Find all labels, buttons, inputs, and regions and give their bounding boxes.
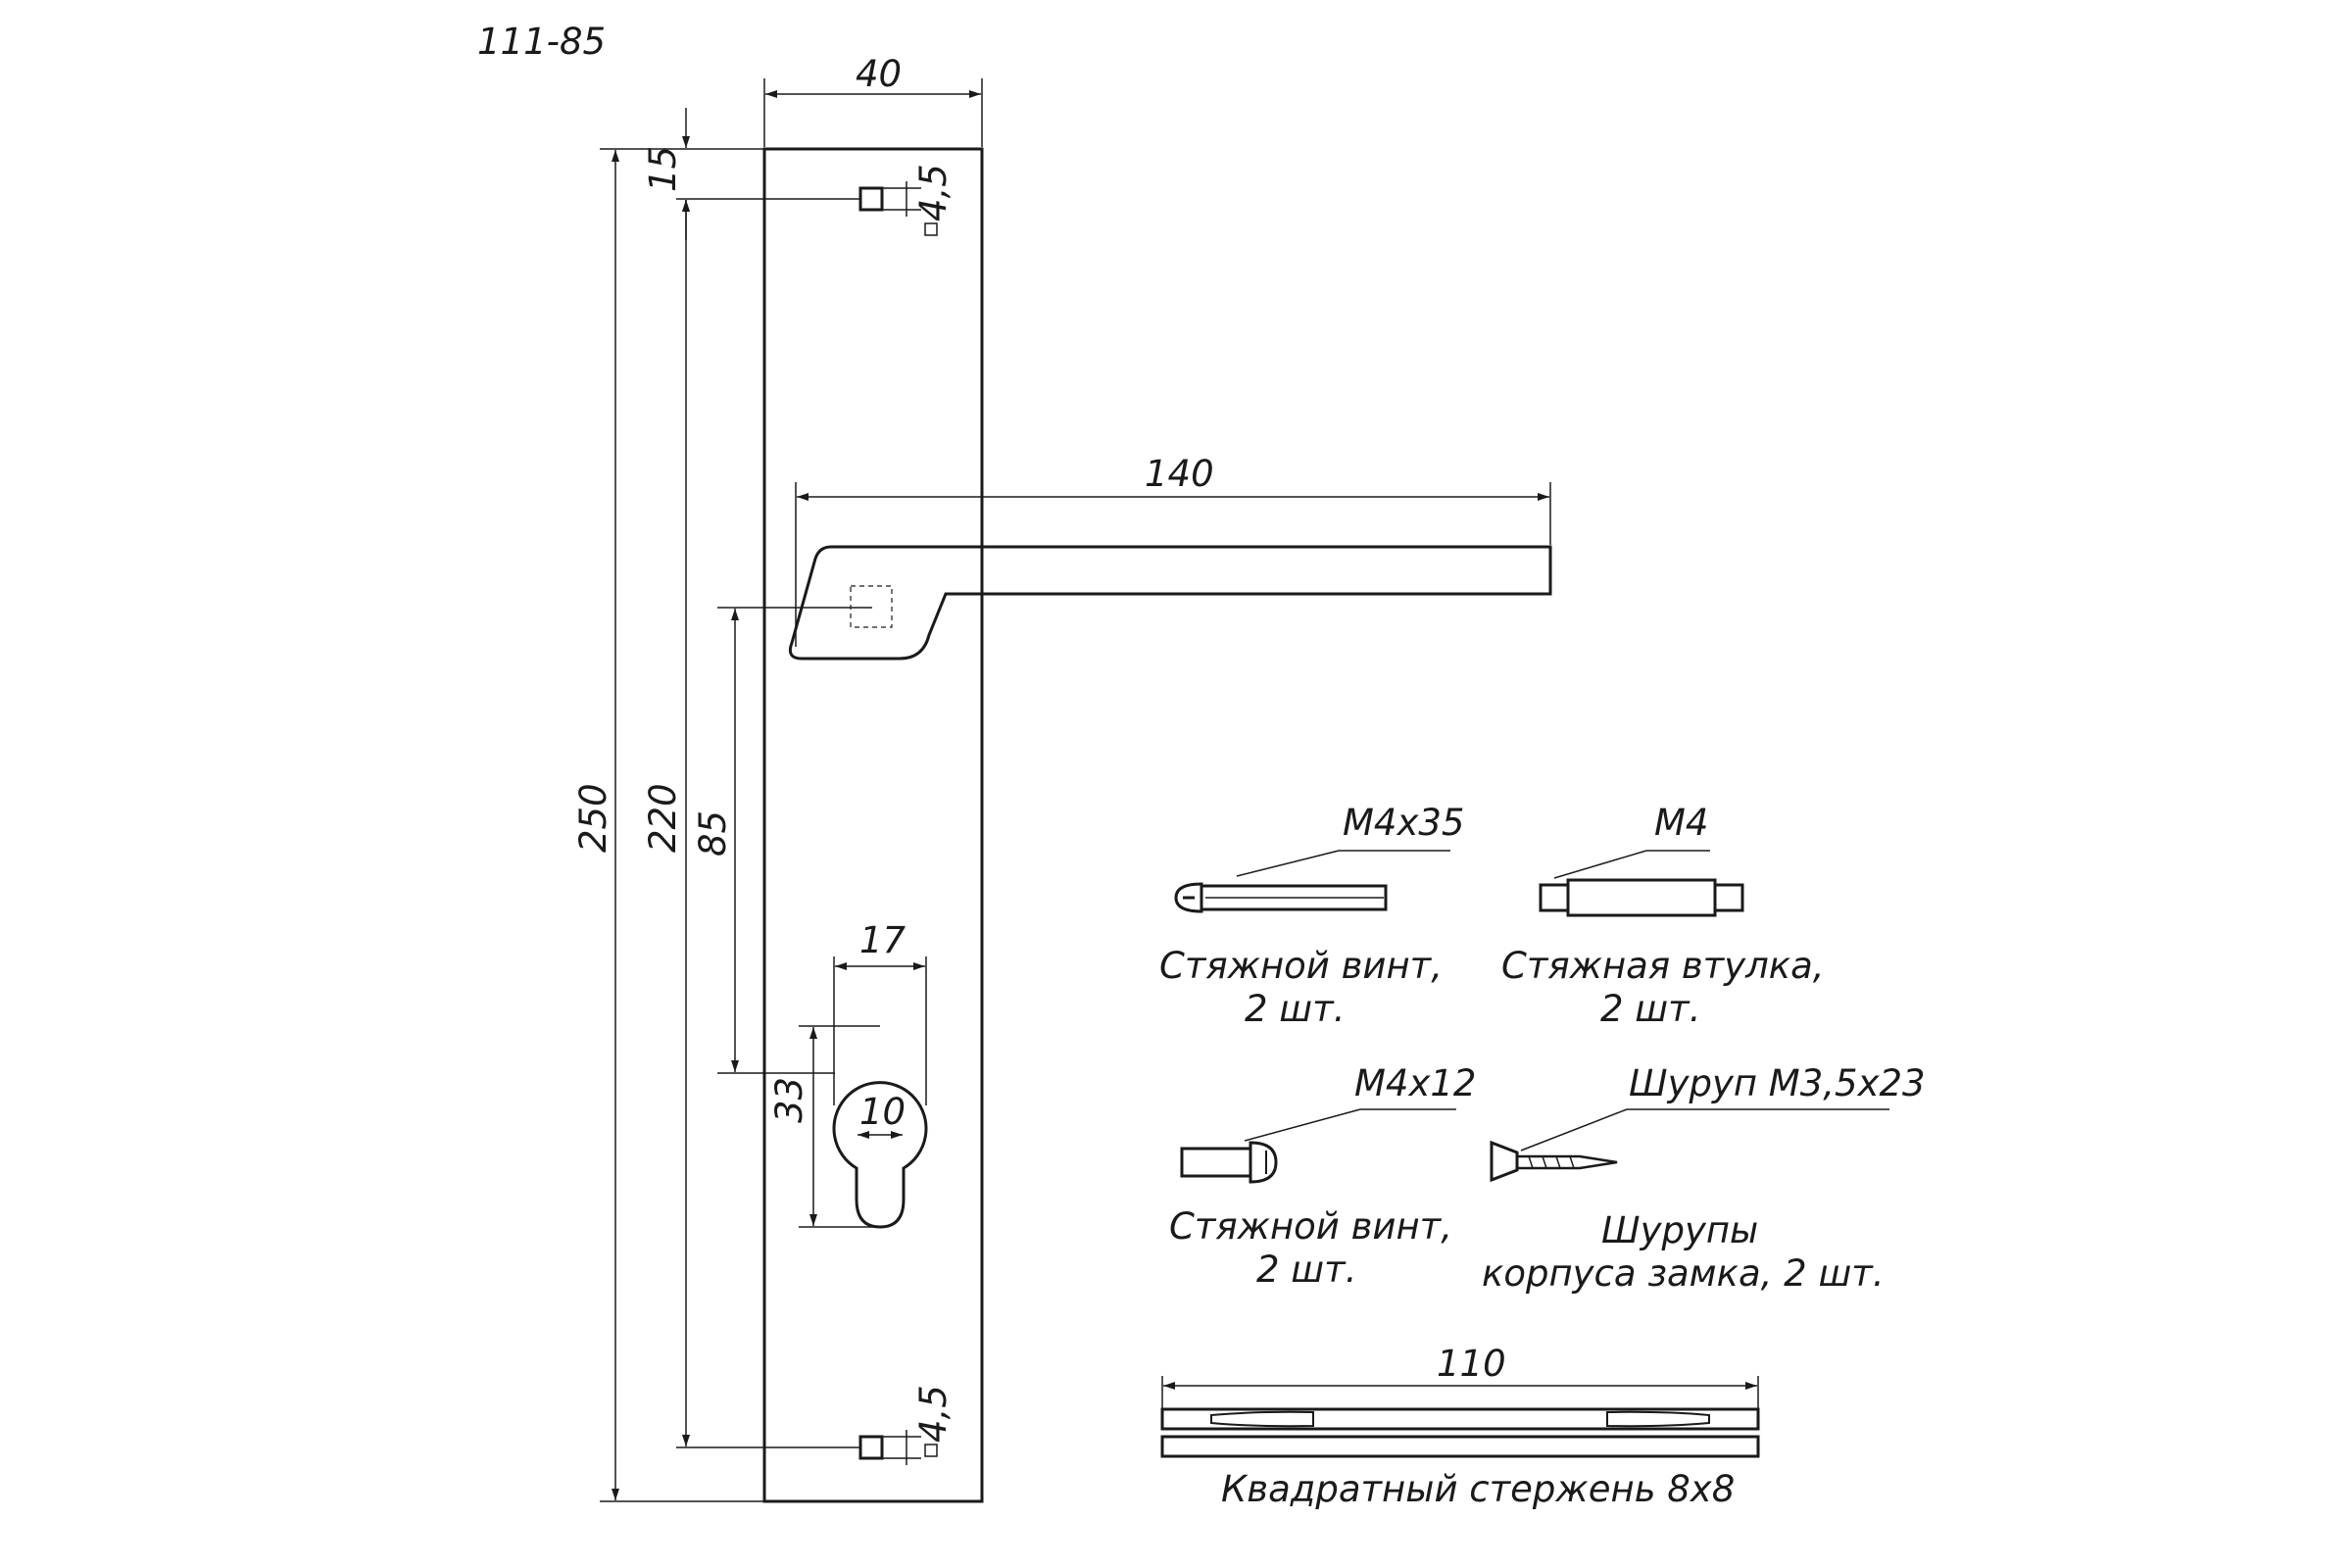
top-screw-hole xyxy=(858,186,884,212)
spindle-square xyxy=(850,585,893,628)
dim-screw-spacing: 220 xyxy=(642,783,684,853)
part-caption: Стяжная втулка, xyxy=(1501,945,1825,987)
lever-handle xyxy=(788,545,1552,661)
part-spec-label: M4x35 xyxy=(1343,802,1464,844)
dim-cylinder-height: 33 xyxy=(768,1077,810,1123)
part-tie-sleeve-m4 xyxy=(1539,850,1744,917)
part-spec-label: Шуруп M3,5x23 xyxy=(1629,1062,1926,1104)
dim-cylinder-width: 17 xyxy=(859,919,906,961)
part-tie-screw-m4x12 xyxy=(1180,1108,1456,1184)
cylinder-cutout xyxy=(832,1081,928,1229)
part-caption: Стяжной винт, xyxy=(1169,1205,1452,1248)
dim-screw-offset: 15 xyxy=(642,146,684,192)
part-caption: Шурупы xyxy=(1601,1209,1758,1251)
model-code: 111-85 xyxy=(477,21,606,63)
rod-caption: Квадратный стержень 8x8 xyxy=(1221,1468,1735,1510)
dim-cylinder-slot: 10 xyxy=(859,1091,906,1133)
dim-plate-width: 40 xyxy=(856,53,902,95)
part-quantity: 2 шт. xyxy=(1245,988,1345,1030)
part-spec-label: M4 xyxy=(1654,802,1708,844)
part-quantity: 2 шт. xyxy=(1600,988,1700,1030)
part-quantity: корпуса замка, 2 шт. xyxy=(1482,1252,1885,1295)
dim-handle-length: 140 xyxy=(1145,453,1214,495)
square-rod xyxy=(1160,1407,1760,1458)
dim-rod-length: 110 xyxy=(1437,1343,1506,1385)
back-plate xyxy=(762,147,984,1503)
part-spec-label: M4x12 xyxy=(1354,1062,1476,1104)
part-wood-screw-m3-5x23 xyxy=(1490,1108,1889,1183)
bottom-screw-hole xyxy=(858,1435,884,1460)
part-caption: Стяжной винт, xyxy=(1159,945,1443,987)
dim-overall-height: 250 xyxy=(572,783,614,853)
dim-hole-top: 4,5 xyxy=(912,164,955,221)
dim-hole-bottom: 4,5 xyxy=(912,1385,955,1443)
dim-center-distance: 85 xyxy=(692,810,734,857)
dimension-lines xyxy=(600,78,1759,1502)
part-quantity: 2 шт. xyxy=(1256,1249,1356,1291)
part-tie-screw-m4x35 xyxy=(1174,850,1450,913)
